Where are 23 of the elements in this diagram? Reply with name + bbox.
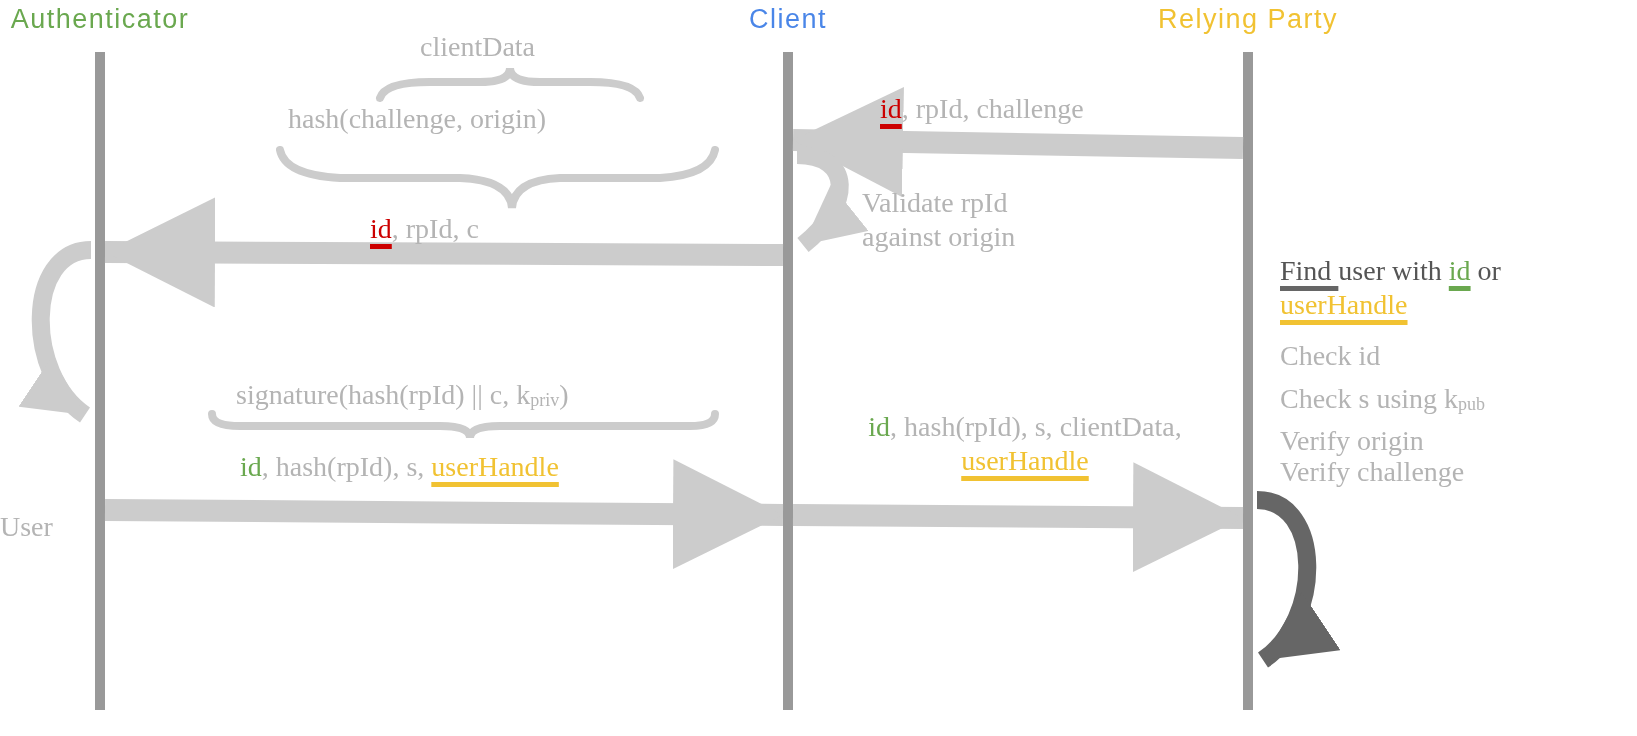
lifeline-title: Client [749, 3, 827, 36]
edge-label: id, hash(rpId), s, clientData, userHandle [867, 410, 1183, 478]
brace-label: signature(hash(rpId) || c, k$_{priv}$) [236, 378, 570, 412]
step-text: Check s using k$_{pub}$ [1280, 382, 1487, 416]
edge-label: User [0, 510, 54, 544]
lifeline-title: Authenticator [10, 3, 190, 36]
brace-label: clientData [420, 30, 537, 64]
edge-label: id, rpId, c [370, 212, 480, 246]
self-arrow [19, 241, 93, 422]
edge-label: Validate rpId against origin [862, 186, 1017, 254]
message-arrow [792, 86, 1244, 197]
lifeline-title: Relying Party [1157, 3, 1339, 36]
edge-label: id, hash(rpId), s, userHandle [240, 450, 560, 484]
message-arrow [104, 459, 784, 570]
step-text: Verify challenge [1280, 456, 1466, 489]
step-text: Find user with id or userHandle [1280, 254, 1502, 322]
edge-label: id, rpId, challenge [880, 92, 1085, 126]
self-arrow [1255, 491, 1340, 667]
brace-label: hash(challenge, origin) [288, 102, 548, 136]
message-arrow [104, 197, 784, 308]
message-arrow [792, 462, 1244, 573]
step-text: Verify origin [1280, 424, 1425, 458]
step-text: Check id [1280, 339, 1382, 373]
